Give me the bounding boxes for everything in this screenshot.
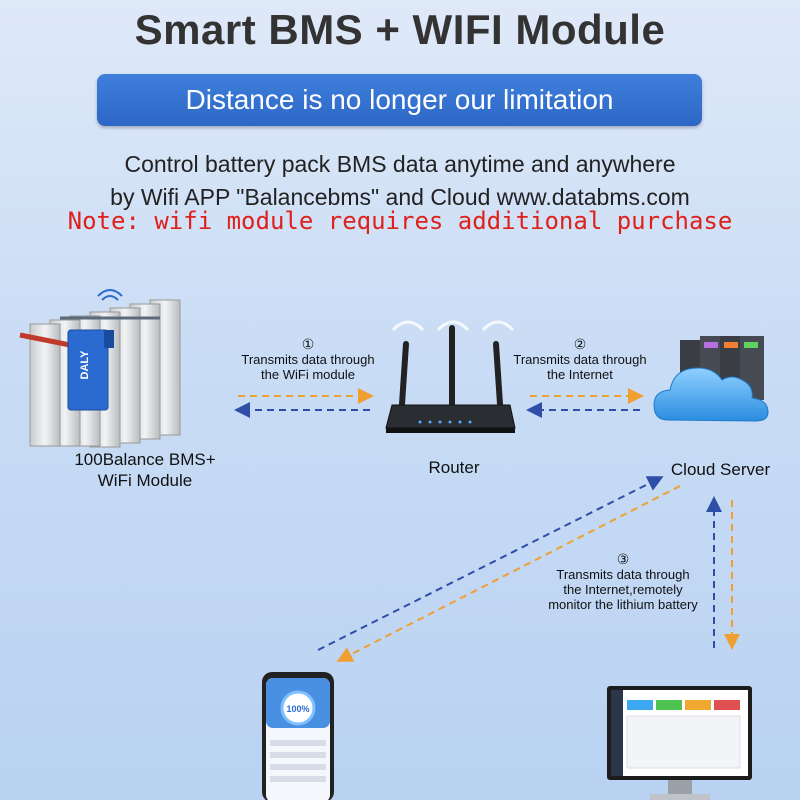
step-2-caption: ② Transmits data through the Internet (500, 336, 660, 382)
arrow-cloud-to-phone (336, 485, 681, 662)
bms-brand-text: DALY (79, 350, 91, 380)
step-1-caption: ① Transmits data through the WiFi module (228, 336, 388, 382)
step-3-text-line-3: monitor the lithium battery (548, 597, 698, 612)
phone-gauge-value: 100% (286, 704, 309, 714)
step-3-number: ③ (616, 551, 630, 567)
tagline-banner: Distance is no longer our limitation (97, 74, 702, 126)
bms-label-line-1: 100Balance BMS+ (74, 450, 216, 469)
bms-node-label: 100Balance BMS+ WiFi Module (40, 449, 250, 491)
step-1-text-line-2: the WiFi module (261, 367, 355, 382)
purchase-note: Note: wifi module requires additional pu… (67, 207, 733, 235)
step-3-text-line-1: Transmits data through (556, 567, 690, 582)
subtitle-line-2: by Wifi APP "Balancebms" and Cloud www.d… (110, 184, 690, 210)
step-3-text-line-2: the Internet,remotely (563, 582, 683, 597)
smartphone-app-icon: 100% (262, 672, 334, 800)
arrow-phone-to-cloud (317, 476, 664, 651)
step-3-caption: ③ Transmits data through the Internet,re… (533, 551, 713, 612)
step-1-number: ① (301, 336, 315, 352)
battery-pack-bms-icon: DALY (19, 289, 181, 448)
step-1-text-line-1: Transmits data through (241, 352, 375, 367)
cloud-server-icon (653, 336, 769, 422)
page-title: Smart BMS + WIFI Module (134, 6, 666, 53)
step-2-text-line-2: the Internet (547, 367, 613, 382)
subtitle-line-1: Control battery pack BMS data anytime an… (124, 151, 676, 177)
router-node-label: Router (428, 458, 480, 477)
desktop-monitor-icon (607, 686, 752, 800)
step-2-number: ② (573, 336, 587, 352)
step-2-text-line-1: Transmits data through (513, 352, 647, 367)
cloud-node-label: Cloud Server (670, 460, 771, 479)
router-icon (385, 320, 516, 433)
bms-label-line-2: WiFi Module (97, 471, 193, 490)
